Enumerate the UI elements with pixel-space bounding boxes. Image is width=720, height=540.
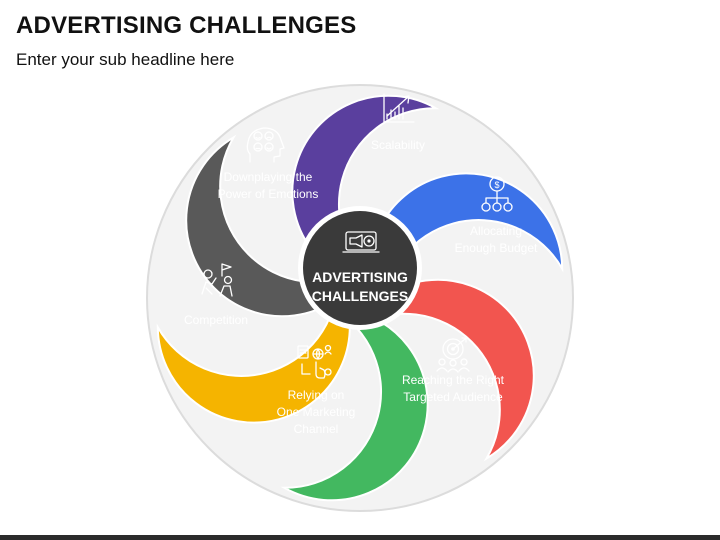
label-budget-line1: Allocating (470, 224, 522, 238)
label-budget-line2: Enough Budget (455, 241, 538, 255)
money-allocation-icon: $ (481, 176, 513, 212)
center-title-line1: ADVERTISING (312, 269, 408, 285)
petals-group (156, 94, 564, 502)
megaphone-target-icon (342, 231, 380, 253)
label-audience: Reaching the Right Targeted Audience (402, 373, 505, 404)
marketing-channel-icon (297, 344, 332, 379)
center-title-line2: CHALLENGES (312, 288, 408, 304)
svg-text:$: $ (494, 180, 499, 190)
label-audience-line2: Targeted Audience (403, 390, 503, 404)
label-emotions-line2: Power of Emotions (218, 187, 319, 201)
label-scalability: Scalability (371, 138, 425, 152)
center-circle (303, 211, 417, 325)
label-emotions-line1: Downplaying the (224, 170, 313, 184)
label-channel-line1: Relying on (288, 388, 345, 402)
competition-icon (201, 263, 233, 297)
label-audience-line1: Reaching the Right (402, 373, 505, 387)
label-competition-line1: Competition (184, 313, 248, 327)
target-audience-icon (436, 337, 470, 373)
center-hub: ADVERTISING CHALLENGES (298, 206, 422, 330)
page-title: ADVERTISING CHALLENGES (16, 12, 357, 39)
petal-competition (156, 275, 351, 424)
petal-emotions (185, 136, 366, 318)
emotions-icon (246, 127, 285, 163)
label-channel-line3: Channel (294, 422, 339, 436)
petal-audience (354, 278, 535, 460)
page-subtitle: Enter your sub headline here (16, 50, 235, 69)
label-budget: Allocating Enough Budget (455, 224, 538, 255)
label-channel-line2: One Marketing (277, 405, 356, 419)
bottom-bar (0, 535, 720, 540)
growth-chart-icon (383, 93, 415, 123)
petal-channel (280, 307, 429, 502)
label-emotions: Downplaying the Power of Emotions (218, 170, 319, 201)
label-channel: Relying on One Marketing Channel (277, 388, 356, 436)
label-competition: Competition (184, 313, 248, 327)
label-scalability-line1: Scalability (371, 138, 425, 152)
